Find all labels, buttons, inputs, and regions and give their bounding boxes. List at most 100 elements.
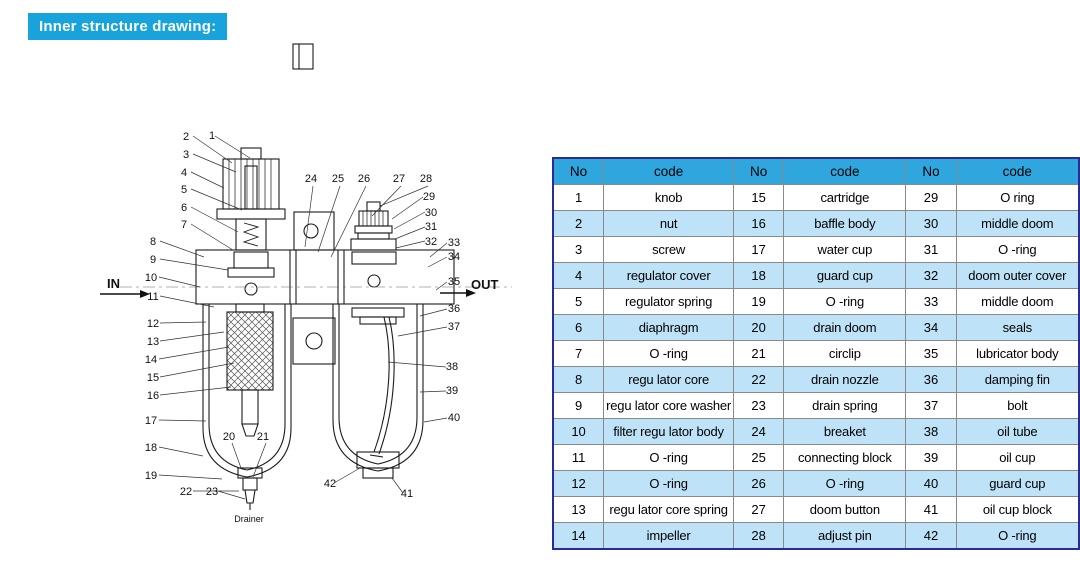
column-header: code bbox=[603, 157, 735, 185]
part-number: 23 bbox=[733, 392, 785, 419]
callout-9: 9 bbox=[150, 254, 156, 266]
part-number: 17 bbox=[733, 236, 785, 263]
part-name: knob bbox=[603, 184, 735, 211]
part-name: water cup bbox=[783, 236, 907, 263]
part-name: seals bbox=[955, 314, 1080, 341]
part-name: O -ring bbox=[955, 522, 1080, 550]
callout-32: 32 bbox=[425, 236, 437, 248]
callout-17: 17 bbox=[145, 415, 157, 427]
regulator-spring bbox=[242, 222, 260, 247]
callout-26: 26 bbox=[358, 173, 370, 185]
part-name: drain doom bbox=[783, 314, 907, 341]
part-name: lubricator body bbox=[955, 340, 1080, 367]
callout-20: 20 bbox=[223, 431, 235, 443]
part-number: 9 bbox=[552, 392, 605, 419]
part-name: screw bbox=[603, 236, 735, 263]
callout-13: 13 bbox=[147, 336, 159, 348]
callout-41: 41 bbox=[401, 488, 413, 500]
callout-8: 8 bbox=[150, 236, 156, 248]
part-number: 13 bbox=[552, 496, 605, 523]
callout-34: 34 bbox=[448, 251, 460, 263]
part-name: cartridge bbox=[783, 184, 907, 211]
lubricator-bowl bbox=[332, 304, 424, 479]
callout-5: 5 bbox=[181, 184, 187, 196]
part-name: regu lator core spring bbox=[603, 496, 735, 523]
callout-14: 14 bbox=[145, 354, 157, 366]
column-header: code bbox=[955, 157, 1080, 185]
mounting-bracket bbox=[293, 211, 335, 251]
callout-33: 33 bbox=[448, 237, 460, 249]
part-name: regulator spring bbox=[603, 288, 735, 315]
part-name: adjust pin bbox=[783, 522, 907, 550]
part-name: regu lator core washer bbox=[603, 392, 735, 419]
page-title: Inner structure drawing: bbox=[28, 13, 228, 40]
structure-diagram: IN OUT Drainer 1 2 3 4 5 6 7 8 9 10 11 1… bbox=[100, 43, 512, 524]
part-number: 25 bbox=[733, 444, 785, 471]
oil-tube bbox=[373, 316, 390, 453]
part-number: 2 bbox=[552, 210, 605, 237]
part-number: 8 bbox=[552, 366, 605, 393]
part-number: 4 bbox=[552, 262, 605, 289]
top-bracket-part bbox=[292, 43, 314, 70]
callout-29: 29 bbox=[423, 191, 435, 203]
part-name: connecting block bbox=[783, 444, 907, 471]
part-name: oil tube bbox=[955, 418, 1080, 445]
connecting-block bbox=[292, 317, 336, 365]
callout-36: 36 bbox=[448, 303, 460, 315]
frl-assembly-drawing bbox=[120, 43, 512, 510]
callout-7: 7 bbox=[181, 219, 187, 231]
part-number: 10 bbox=[552, 418, 605, 445]
part-number: 27 bbox=[733, 496, 785, 523]
part-number: 33 bbox=[905, 288, 957, 315]
part-number: 3 bbox=[552, 236, 605, 263]
callout-40: 40 bbox=[448, 412, 460, 424]
part-number: 40 bbox=[905, 470, 957, 497]
part-name: O -ring bbox=[783, 470, 907, 497]
part-name: circlip bbox=[783, 340, 907, 367]
column-header: No bbox=[733, 157, 785, 185]
in-label: IN bbox=[107, 276, 120, 291]
part-number: 35 bbox=[905, 340, 957, 367]
leader-lines bbox=[158, 135, 448, 500]
filter-cartridge bbox=[226, 311, 274, 391]
callout-11: 11 bbox=[147, 291, 158, 303]
part-name: O -ring bbox=[603, 470, 735, 497]
part-name: bolt bbox=[955, 392, 1080, 419]
part-number: 32 bbox=[905, 262, 957, 289]
part-number: 22 bbox=[733, 366, 785, 393]
part-number: 14 bbox=[552, 522, 605, 550]
part-number: 31 bbox=[905, 236, 957, 263]
part-name: O ring bbox=[955, 184, 1080, 211]
part-number: 36 bbox=[905, 366, 957, 393]
callout-35: 35 bbox=[448, 276, 460, 288]
part-number: 29 bbox=[905, 184, 957, 211]
part-number: 21 bbox=[733, 340, 785, 367]
part-name: doom button bbox=[783, 496, 907, 523]
part-name: diaphragm bbox=[603, 314, 735, 341]
column-header: No bbox=[552, 157, 605, 185]
part-name: filter regu lator body bbox=[603, 418, 735, 445]
part-name: O -ring bbox=[783, 288, 907, 315]
part-number: 7 bbox=[552, 340, 605, 367]
part-number: 5 bbox=[552, 288, 605, 315]
part-name: oil cup bbox=[955, 444, 1080, 471]
callout-25: 25 bbox=[332, 173, 344, 185]
part-name: drain nozzle bbox=[783, 366, 907, 393]
part-name: guard cup bbox=[783, 262, 907, 289]
part-name: breaket bbox=[783, 418, 907, 445]
part-number: 16 bbox=[733, 210, 785, 237]
callout-labels: 1 2 3 4 5 6 7 8 9 10 11 12 13 14 15 16 1… bbox=[145, 130, 460, 500]
callout-31: 31 bbox=[425, 221, 437, 233]
part-number: 26 bbox=[733, 470, 785, 497]
part-number: 1 bbox=[552, 184, 605, 211]
part-name: doom outer cover bbox=[955, 262, 1080, 289]
